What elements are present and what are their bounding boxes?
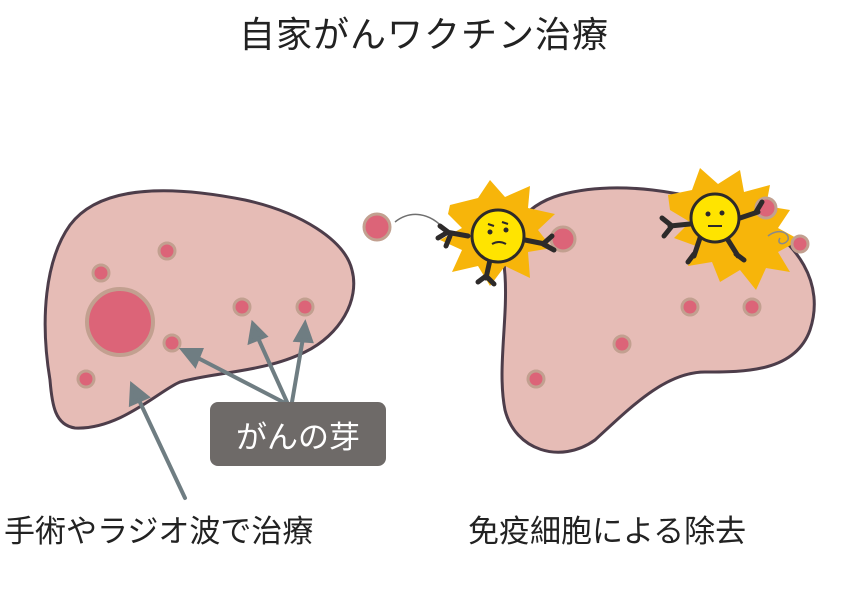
tumor-spot-icon	[157, 241, 177, 261]
left-caption: 手術やラジオ波で治療	[4, 514, 314, 550]
tumor-spot-icon	[549, 225, 577, 253]
left-tumor-spots	[76, 241, 315, 389]
tumor-spot-icon	[85, 287, 155, 357]
arrow-icon	[247, 319, 269, 346]
motion-trail	[394, 213, 446, 231]
arrow-icon	[178, 348, 204, 369]
arrow-icon	[136, 396, 187, 500]
arrow-icon	[290, 336, 305, 404]
tumor-spot-icon	[91, 263, 111, 283]
arrow-icon	[292, 319, 314, 344]
tumor-spot-icon	[526, 369, 546, 389]
motion-trail	[767, 230, 789, 245]
arrow-icon	[194, 355, 285, 404]
arrow-icon	[128, 381, 151, 408]
immune-cell-icon	[659, 192, 765, 265]
arrow-icon	[256, 336, 289, 404]
tumor-spot-icon	[362, 212, 392, 242]
tumor-spot-icon	[790, 234, 810, 254]
tumor-spot-icon	[162, 333, 182, 353]
pointer-arrows	[128, 319, 314, 500]
right-tumor-spots	[362, 196, 810, 389]
tumor-spot-icon	[76, 369, 96, 389]
tumor-spot-icon	[680, 297, 700, 317]
tumor-spot-icon	[232, 297, 252, 317]
tumor-spot-icon	[742, 297, 762, 317]
page-title: 自家がんワクチン治療	[238, 15, 609, 56]
tumor-spot-icon	[612, 334, 632, 354]
cancer-bud-label: がんの芽	[210, 402, 386, 466]
immune-cell-icon	[435, 208, 557, 287]
left-organ	[43, 189, 356, 430]
tumor-spot-icon	[295, 297, 315, 317]
right-caption: 免疫細胞による除去	[468, 514, 747, 550]
